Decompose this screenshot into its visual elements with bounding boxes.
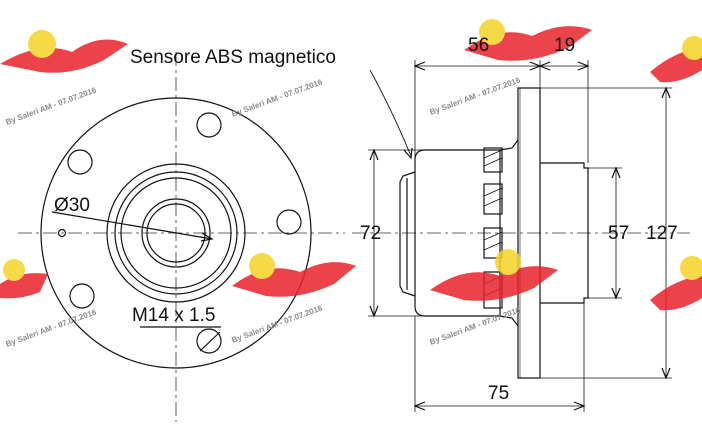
bore-leader-arrow <box>200 232 214 242</box>
sensor-leader-line <box>369 69 412 157</box>
hub-width-dimension: 56 <box>468 35 490 56</box>
wheel-spigot <box>540 162 589 304</box>
dim-arrow <box>611 287 621 300</box>
bore-leader-line <box>51 211 213 240</box>
seal-lip <box>399 171 416 297</box>
bolt-hole <box>196 328 222 354</box>
watermark-logos <box>0 19 702 311</box>
flange-width-dimension: 19 <box>554 35 576 56</box>
spigot-diameter-dimension: 57 <box>608 223 630 244</box>
centering-hole <box>57 228 67 238</box>
abs-tooth <box>483 227 503 259</box>
bore-outer <box>141 198 211 268</box>
bolt-hole <box>276 209 302 235</box>
watermark-logo <box>650 256 702 311</box>
bearing-neck <box>499 139 519 327</box>
thread-size-label: M14 x 1.5 <box>132 305 216 326</box>
watermark-logo <box>232 253 356 297</box>
watermark-logo <box>430 249 558 301</box>
bore-inner <box>146 203 206 263</box>
watermark-logo <box>0 259 48 299</box>
abs-tooth <box>483 147 503 173</box>
hub-ring <box>114 171 238 295</box>
dim-arrow <box>611 166 621 179</box>
bore-diameter-label: Ø30 <box>54 195 90 216</box>
dim-arrow <box>369 148 379 161</box>
dim-arrow <box>661 86 671 99</box>
dim-arrow <box>413 401 426 411</box>
side-view <box>352 60 690 412</box>
sensor-leader-arrow <box>403 147 413 160</box>
abs-tooth <box>483 183 503 215</box>
hub-inner-ring <box>120 177 232 289</box>
thread-leader-line <box>199 331 221 352</box>
flange-outline <box>40 97 312 369</box>
outer-diameter-dimension: 127 <box>646 223 678 244</box>
watermark-logo <box>650 36 702 83</box>
watermark-logo <box>0 30 128 73</box>
dim-arrow <box>577 61 590 71</box>
dim-arrow <box>573 401 586 411</box>
bearing-diameter-dimension: 72 <box>360 223 382 244</box>
bolt-hole <box>69 283 95 309</box>
hub-outer-ring <box>106 163 246 303</box>
bolt-hole <box>196 112 222 138</box>
dim-arrow <box>538 61 551 71</box>
hub-flange <box>517 87 541 379</box>
dim-arrow <box>413 61 426 71</box>
dim-arrow <box>369 305 379 318</box>
front-view <box>18 52 345 422</box>
abs-sensor-label: Sensore ABS magnetico <box>130 47 336 68</box>
total-width-dimension: 75 <box>488 383 510 404</box>
dim-arrow <box>661 367 671 380</box>
bolt-hole <box>67 149 93 175</box>
watermark-logo <box>464 19 592 61</box>
